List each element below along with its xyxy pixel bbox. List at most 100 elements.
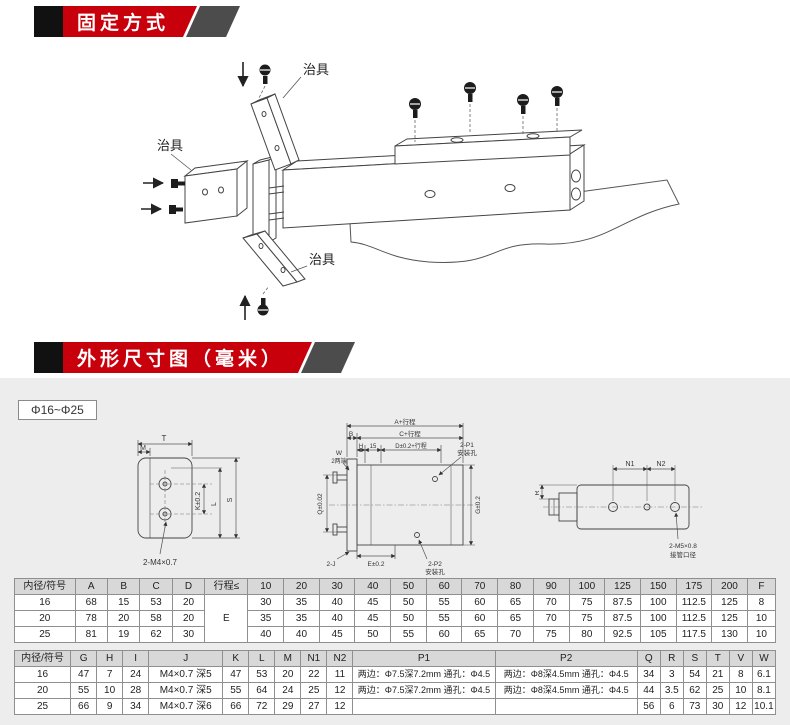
col-header: 200 (711, 578, 748, 595)
cell: 8 (746, 594, 777, 611)
cell: 10 (96, 682, 124, 699)
cell: 87.5 (604, 594, 641, 611)
col-header: G (70, 650, 98, 667)
col-header: 50 (390, 578, 427, 595)
cell: M4×0.7 深6 (148, 698, 224, 715)
cell-e-merged: E (204, 594, 249, 643)
col-header: 90 (532, 578, 570, 595)
col-header: 60 (425, 578, 463, 595)
jig-bar-top (250, 93, 300, 171)
screw-icon (551, 86, 563, 132)
dim-label-N1: N1 (626, 461, 635, 468)
cell (494, 698, 638, 715)
col-header: N1 (300, 650, 328, 667)
cell: 35 (283, 594, 320, 611)
cell: 25 (13, 698, 72, 715)
dim-label-L: L (211, 502, 218, 506)
cell: 45 (354, 610, 392, 627)
table-row: 25 81 19 62 30 40 40 45 50 55 60 65 70 7… (14, 626, 777, 643)
col-header: P1 (352, 650, 496, 667)
section-title-dimensions: 外形尺寸图（毫米） (63, 342, 312, 373)
cell: 45 (354, 594, 392, 611)
banner-black-square (34, 342, 63, 373)
col-header: M (274, 650, 302, 667)
cell: 65 (461, 626, 499, 643)
table-row: 16 47 7 24 M4×0.7 深5 47 53 20 22 11 两边：Φ… (13, 666, 777, 683)
cell: 81 (74, 626, 108, 643)
cell: 64 (248, 682, 276, 699)
cell: 55 (425, 594, 463, 611)
cell: 40 (318, 594, 356, 611)
cell: 22 (300, 666, 328, 683)
col-header: 125 (604, 578, 641, 595)
port-label: 2-M5×0.8 (669, 543, 697, 550)
dim-label-W-sub: 2两端 (331, 457, 346, 465)
dim-label-G: G±0.2 (475, 496, 482, 514)
dim-label-J: 2-J (326, 561, 335, 568)
cell: 65 (497, 594, 534, 611)
cell: 66 (70, 698, 98, 715)
cell: 20 (14, 610, 76, 627)
fixing-method-diagram: 治具 治具 治具 (141, 62, 680, 320)
dim-label-W: W (336, 450, 343, 457)
cell: 两边：Φ8深4.5mm 通孔：Φ4.5 (494, 666, 638, 683)
dimension-lines (137, 440, 240, 555)
cell: 73 (682, 698, 707, 715)
cell: 9 (96, 698, 124, 715)
cell: 25 (705, 682, 730, 699)
slide-table (394, 129, 583, 165)
cell: 21 (705, 666, 730, 683)
cell: 100 (639, 610, 677, 627)
cell: 53 (139, 594, 173, 611)
table-header-row: 内径/符号 A B C D 行程≤ 10 20 30 40 50 60 70 8… (14, 578, 777, 595)
dim-label-K: K±0.2 (195, 492, 202, 510)
col-header: 内径/符号 (13, 650, 72, 667)
cylinder-top-view-drawing: N1 N2 R 2-M5×0.8 接管口径 (535, 461, 703, 559)
col-header: 70 (461, 578, 499, 595)
jig-bar-bottom (242, 230, 306, 287)
cell: 55 (222, 682, 250, 699)
cell: 6.1 (751, 666, 777, 683)
cell: 40 (283, 626, 320, 643)
dim-label-H: H (359, 444, 363, 450)
screw-icon (258, 64, 271, 99)
cell: 56 (636, 698, 661, 715)
cell: 50 (354, 626, 392, 643)
dimension-lines (539, 465, 679, 540)
cell: 60 (461, 594, 499, 611)
thread-label: 2-M4×0.7 (143, 558, 178, 567)
jig-label-bottom: 治具 (309, 252, 335, 267)
cell: 40 (318, 610, 356, 627)
col-header: 20 (283, 578, 320, 595)
cell: 60 (425, 626, 463, 643)
cell: 87.5 (604, 610, 641, 627)
cell: 92.5 (604, 626, 641, 643)
col-header: H (96, 650, 124, 667)
cell (352, 698, 496, 715)
col-header: 内径/符号 (14, 578, 76, 595)
dim-label-P2: 2-P2 (428, 561, 442, 568)
bore-range-badge: Φ16~Φ25 (18, 400, 97, 420)
col-header: 30 (318, 578, 356, 595)
cell: 125 (711, 610, 748, 627)
col-header: N2 (326, 650, 354, 667)
dim-label-Q: Q±0.02 (317, 493, 324, 515)
cell: 40 (247, 626, 285, 643)
cell: 28 (122, 682, 150, 699)
col-header: 175 (675, 578, 713, 595)
cell: 24 (122, 666, 150, 683)
leader-line (282, 76, 302, 99)
screw-icon (257, 285, 270, 316)
table-row: 16 68 15 53 20 E 30 35 40 45 50 55 60 65… (14, 594, 777, 643)
table-header-row: 内径/符号 G H I J K L M N1 N2 P1 P2 Q R S T … (13, 650, 777, 667)
cylinder-side-view-drawing: A+行程 B C+行程 H 15 D±0.2+行程 2-P1 安装孔 W 2两端… (317, 417, 482, 576)
cell: 105 (639, 626, 677, 643)
cell: 34 (122, 698, 150, 715)
cell: 8.1 (751, 682, 777, 699)
cell: 117.5 (675, 626, 713, 643)
cell: 7 (96, 666, 124, 683)
cell: 16 (13, 666, 72, 683)
cell: 62 (682, 682, 707, 699)
cell: 72 (248, 698, 276, 715)
